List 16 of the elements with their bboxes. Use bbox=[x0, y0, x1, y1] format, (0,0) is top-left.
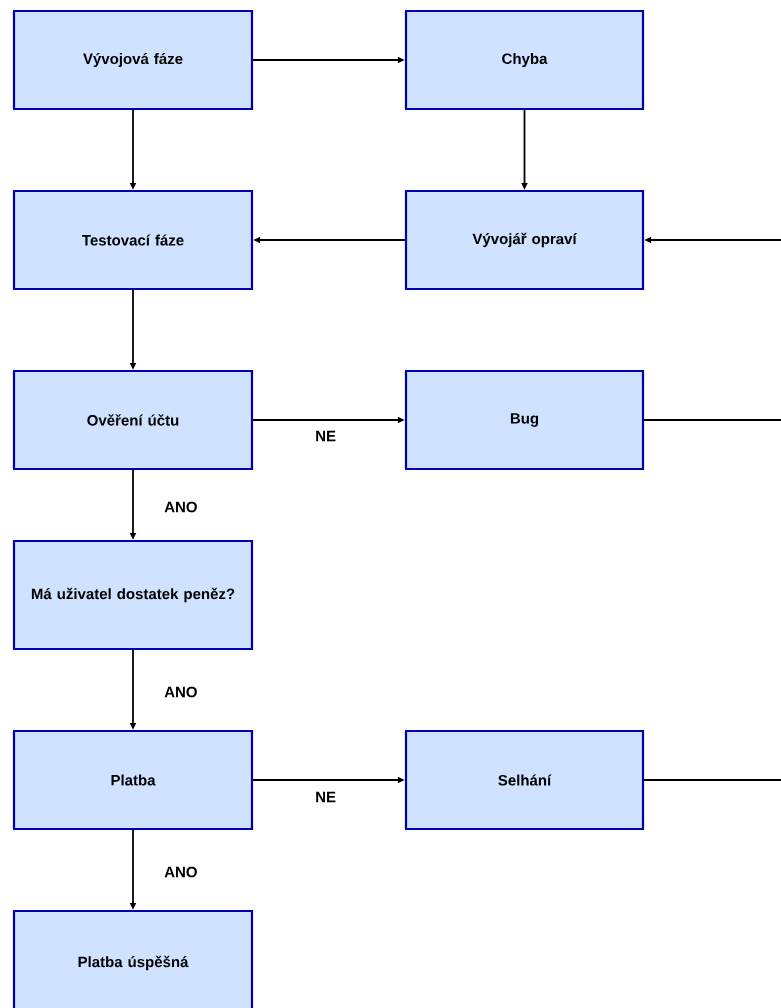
process-box: Bug bbox=[404, 369, 645, 471]
process-box: Ověření účtu bbox=[12, 369, 254, 471]
edge-label: ANO bbox=[163, 685, 199, 699]
process-box: Testovací fáze bbox=[12, 189, 254, 291]
process-box: Chyba bbox=[404, 9, 645, 111]
edge-label: ANO bbox=[163, 865, 199, 879]
box-label: Platba úspěšná bbox=[78, 955, 189, 971]
process-box: Selhání bbox=[404, 729, 645, 831]
process-box: Platba bbox=[12, 729, 254, 831]
process-box: Má uživatel dostatek peněz? bbox=[12, 539, 254, 651]
process-box: Vývojová fáze bbox=[12, 9, 254, 111]
process-box bbox=[12, 909, 254, 1008]
edge-label: NE bbox=[314, 790, 338, 804]
edge-label: NE bbox=[314, 429, 338, 443]
process-box: Vývojář opraví bbox=[404, 189, 645, 291]
edge-label: ANO bbox=[163, 500, 199, 514]
